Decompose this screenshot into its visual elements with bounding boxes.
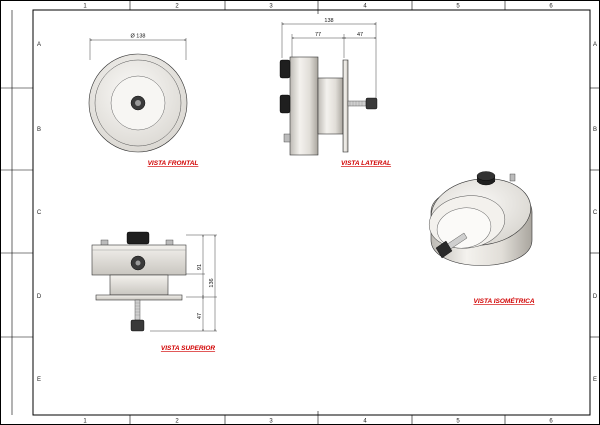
front-diameter-dim: Ø 138 [131,34,146,40]
top-total-dim: 136 [209,278,215,287]
col-label-top: 4 [363,4,367,10]
row-label-right: C [593,210,598,216]
top-knob-dim: 47 [197,313,203,319]
col-label-bottom: 4 [363,419,367,425]
col-label-top: 2 [175,4,179,10]
iso-view-label: VISTA ISOMÉTRICA [473,296,534,305]
row-label-left: B [37,127,41,133]
row-label-right: A [593,42,597,48]
row-label-right: D [593,294,598,300]
col-label-bottom: 3 [269,419,273,425]
side-total-dim: 138 [324,18,333,24]
top-height-dim: 91 [197,264,203,270]
front-view-label: VISTA FRONTAL [148,160,199,167]
top-view-label: VISTA SUPERIOR [161,345,215,352]
side-view-label: VISTA LATERAL [341,160,391,167]
row-label-left: D [37,294,42,300]
side-b-dim: 47 [357,32,363,38]
col-label-top: 6 [549,4,553,10]
row-label-left: E [37,377,41,383]
col-label-bottom: 5 [456,419,460,425]
front-view: Ø 138 VISTA FRONTAL [88,34,199,167]
col-label-top: 5 [456,4,460,10]
row-label-left: A [37,42,41,48]
col-label-top: 1 [83,4,87,10]
side-view: 138 77 47 VISTA LATERAL [279,18,391,167]
col-label-bottom: 1 [83,419,87,425]
isometric-view: VISTA ISOMÉTRICA [428,171,535,305]
col-label-bottom: 2 [175,419,179,425]
row-labels: A B C D E A B C D E [37,42,598,383]
side-a-dim: 77 [315,32,321,38]
row-label-right: B [593,127,597,133]
col-label-top: 3 [269,4,273,10]
column-labels: 1 2 3 4 5 6 1 2 3 4 5 6 [83,4,553,425]
col-label-bottom: 6 [549,419,553,425]
row-label-right: E [593,377,597,383]
top-view: 91 136 47 VISTA SUPERIOR [91,231,217,352]
row-label-left: C [37,210,42,216]
